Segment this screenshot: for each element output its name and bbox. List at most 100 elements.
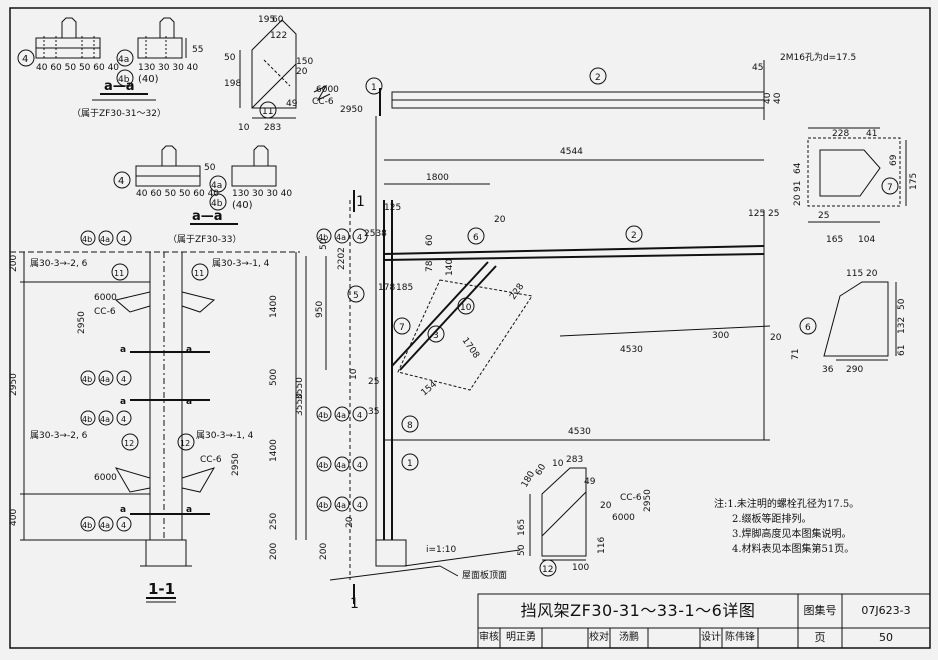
p7-d20: 20	[793, 194, 803, 206]
s11-sec-a6: a	[186, 505, 192, 515]
section-aa-mid	[113, 145, 277, 225]
s11-sec-a2: a	[186, 345, 192, 355]
title-block	[477, 593, 931, 649]
elev-d1708: 1708	[460, 336, 481, 361]
atlas-number: 07J623-3	[861, 604, 911, 617]
aa-mid-dims-right: 130 30 30 40	[232, 189, 292, 199]
s11-i1400a: 1400	[269, 295, 279, 318]
s11-h2950: 2950	[9, 373, 19, 396]
p7-d104: 104	[858, 235, 875, 245]
p6-d36: 36	[822, 365, 834, 375]
p6-d71: 71	[791, 349, 801, 360]
s11-2950a: 2950	[77, 311, 87, 334]
s11-m4a-3: 4a	[100, 415, 110, 424]
s11-sec-a1: a	[120, 345, 126, 355]
elev-m4a-4: 4a	[336, 501, 346, 510]
role-design-label: 设计	[701, 632, 721, 643]
gusset-11-detail	[239, 19, 331, 119]
p12-d100: 100	[572, 563, 589, 573]
p12-d50: 50	[517, 544, 527, 556]
note-line-2: 2.缀板等距排列。	[732, 514, 812, 525]
aa-top-dims-right: 130 30 30 40	[138, 63, 198, 73]
s11-label: 1-1	[148, 580, 175, 598]
aa-mid-dims-left: 40 60 50 50 60 40	[136, 189, 219, 199]
section-aa-top	[17, 17, 187, 101]
elev-d185: 185	[396, 283, 413, 293]
elev-d10: 10	[349, 368, 359, 380]
s11-i1400b: 1400	[269, 439, 279, 462]
elev-d950: 950	[315, 301, 325, 318]
s11-h200: 200	[9, 255, 19, 272]
s11-total: 3550	[295, 393, 305, 416]
s11-brace-4: 属30-3→-1, 4	[196, 430, 254, 441]
elev-d20c: 20	[345, 516, 355, 528]
elev-beam-note: 2M16孔为d=17.5	[780, 51, 856, 63]
elev-d20: 20	[770, 333, 782, 343]
elev-mark-5: 5	[353, 291, 359, 301]
p7-d91: 91	[793, 181, 803, 192]
g11-d49: 49	[286, 99, 298, 109]
elev-m4-2: 4	[357, 411, 362, 420]
elev-d125b: 125	[748, 209, 765, 219]
elev-m4-3: 4	[357, 461, 362, 470]
p6-d132: 132	[897, 317, 907, 334]
elev-d3550: 3550	[295, 377, 305, 400]
elev-d154: 154	[420, 379, 440, 398]
s11-m4-2: 4	[121, 375, 126, 384]
p12-d283: 283	[566, 455, 583, 465]
elevation-text: 1 2 2 6 5 7 3 10 8 1 4b 4a 4 4b 4a 4 4b …	[295, 51, 856, 612]
s11-h200b: 200	[269, 543, 279, 560]
aa-mid-dim-side: 50	[204, 163, 216, 173]
elev-d4530b: 4530	[568, 427, 591, 437]
elev-d50: 50	[319, 238, 329, 250]
p7-mark: 7	[887, 183, 893, 193]
elev-m4-4: 4	[357, 501, 362, 510]
elev-mark-3: 3	[433, 331, 439, 341]
s11-2950b: 2950	[231, 453, 241, 476]
s11-h400: 400	[9, 509, 19, 526]
s11-i250: 250	[269, 513, 279, 530]
p6-d20: 20	[866, 269, 878, 279]
g11-d122: 122	[270, 31, 287, 41]
elev-d140: 140	[445, 259, 455, 276]
elev-mark-10: 10	[460, 303, 472, 313]
p12-d49: 49	[584, 477, 596, 487]
role-check-name: 汤鹏	[619, 632, 639, 643]
elev-m4b-3: 4b	[318, 461, 328, 470]
p6-d61: 61	[897, 345, 907, 356]
plate-7-detail	[807, 127, 907, 223]
role-design-name: 陈伟锋	[725, 632, 755, 643]
sheet-border	[9, 7, 931, 649]
p6-d115: 115	[846, 269, 863, 279]
s11-m4-4: 4	[121, 521, 126, 530]
p7-d41: 41	[866, 129, 877, 139]
elev-d2202: 2202	[337, 247, 347, 270]
s11-brace-1: 属30-3→-2, 6	[30, 258, 88, 269]
s11-m11a: 11	[114, 269, 124, 278]
plate-6-text: 115 20 50 132 61 71 36 290 6	[791, 269, 907, 375]
plate-12-text: 180 60 10 283 49 20 6000 CC-6 2950 50 16…	[517, 455, 653, 575]
g11-d6000: 6000	[316, 85, 339, 95]
p7-d165: 165	[826, 235, 843, 245]
s11-m11b: 11	[194, 269, 204, 278]
g11-d20: 20	[296, 67, 308, 77]
elev-d2538: 2538	[364, 229, 387, 239]
p12-d2950: 2950	[643, 489, 653, 512]
p6-d50: 50	[897, 298, 907, 310]
aa-mid-note: （属于ZF30-33）	[168, 234, 242, 245]
p7-d25: 25	[818, 211, 829, 221]
s11-sec-a4: a	[186, 397, 192, 407]
note-line-4: 4.材料表见本图集第51页。	[732, 544, 855, 555]
g11-d283: 283	[264, 123, 281, 133]
role-check-label: 校对	[589, 632, 609, 643]
s11-sec-a3: a	[120, 397, 126, 407]
plate-7-text: 228 41 64 91 20 25 165 104 175 69 7	[793, 129, 919, 245]
s11-m4-1: 4	[121, 235, 126, 244]
elev-m4b-1: 4b	[318, 233, 328, 242]
elev-d25b: 25	[768, 209, 779, 219]
p12-cc6: CC-6	[620, 493, 642, 503]
aa-mid-mark-4b: 4b	[211, 199, 223, 209]
elev-mark-8: 8	[407, 421, 413, 431]
